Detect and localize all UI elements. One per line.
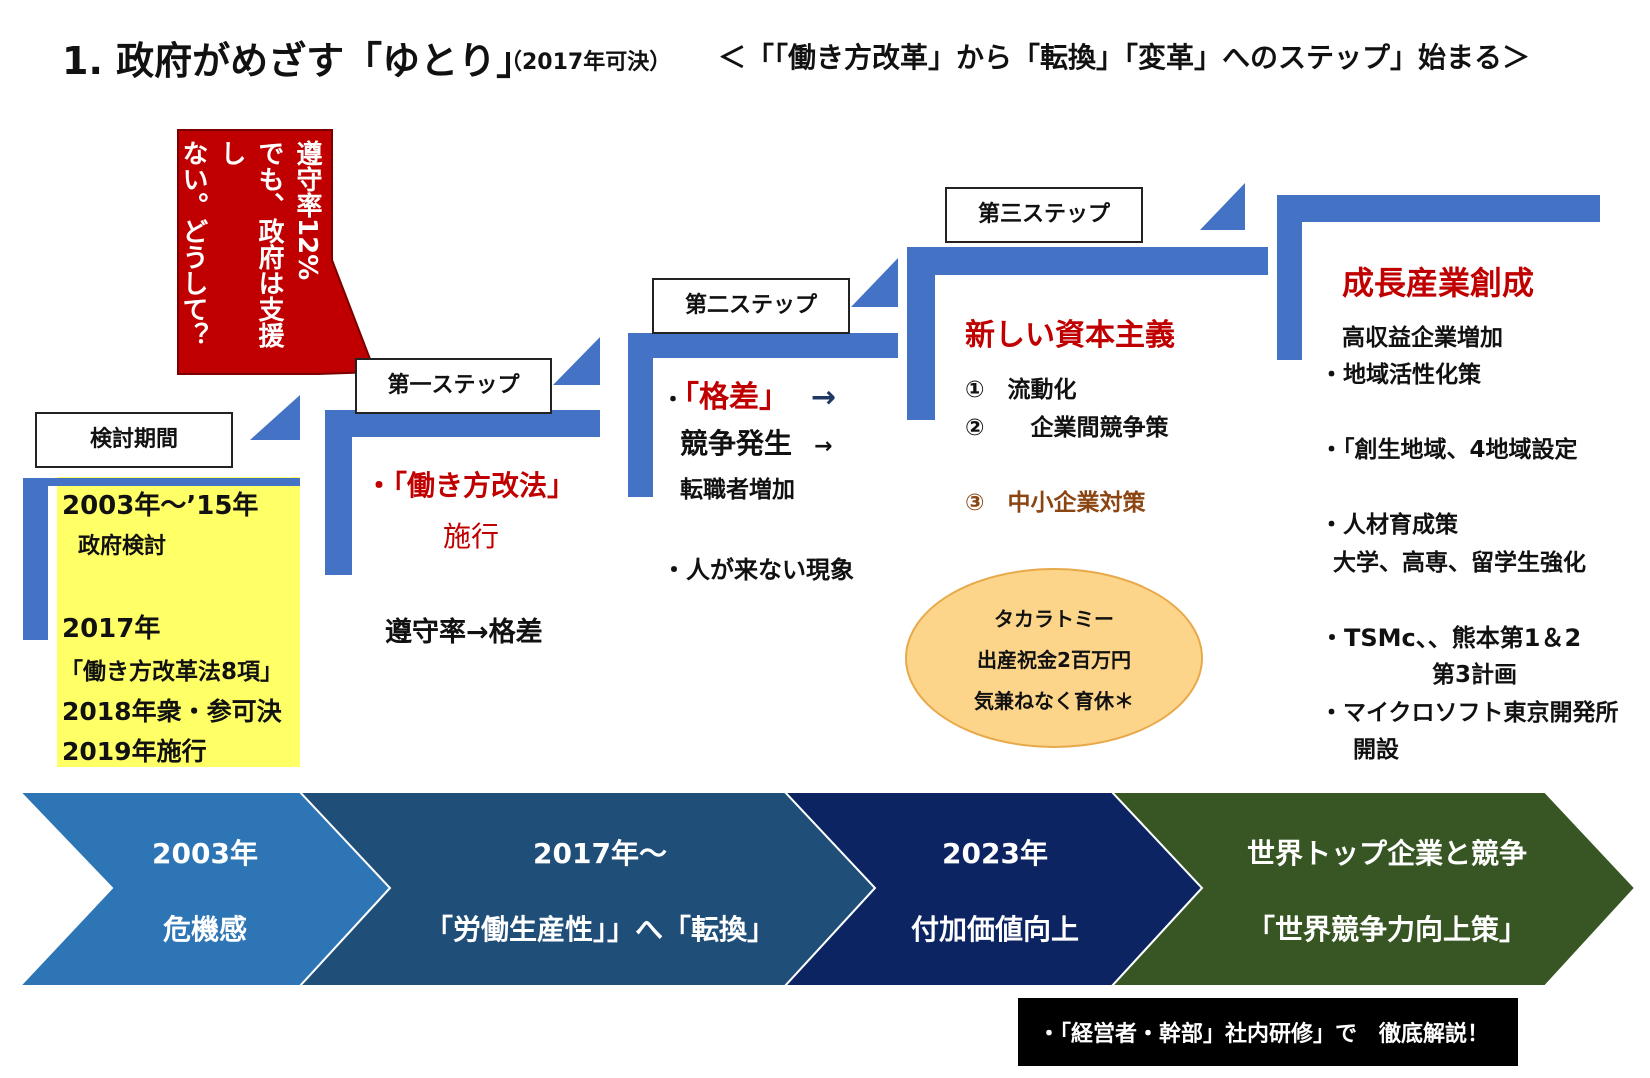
timeline-caption: 危機感	[162, 913, 247, 946]
page-tagline: ＜「「働き方改革」から「転換」「変革」へのステップ」始まる＞	[718, 41, 1531, 74]
step0-riser	[250, 395, 300, 440]
step3-item: ③ 中小企業対策	[965, 490, 1146, 516]
timeline-caption: 「世界競争力向上策」	[1246, 913, 1527, 946]
step1-label: 第一ステップ	[355, 358, 552, 414]
step2-item: 転職者増加	[680, 477, 795, 503]
arrow-icon: →	[811, 380, 837, 415]
timeline-arrows	[17, 791, 1637, 987]
step1-item: 施行	[443, 520, 500, 553]
step2-item: ・人が来ない現象	[662, 556, 854, 584]
step3-heading: 新しい資本主義	[965, 318, 1175, 353]
step1-item: ・「働き方改法」	[365, 469, 576, 502]
timeline-caption: 「労働生産性」」へ「転換」	[424, 913, 775, 946]
step2-bullet: ・	[662, 388, 685, 413]
step3-riser	[1200, 183, 1245, 230]
step4-item: ・「創生地域、4地域設定	[1320, 437, 1578, 463]
phase0-line: 政府検討	[78, 534, 167, 559]
callout-line: でも、政府は支援し	[216, 140, 284, 348]
timeline-year: 2017年～	[533, 837, 667, 870]
step1-bracket	[325, 410, 600, 575]
ellipse-line: タカラトミー	[994, 606, 1114, 631]
step2-item-row: 競争発生 →	[680, 422, 832, 462]
step2-label: 第二ステップ	[652, 278, 850, 334]
step4-item: ・地域活性化策	[1320, 362, 1481, 388]
timeline-caption: 付加価値向上	[910, 913, 1079, 946]
phase0-line: 2017年	[62, 614, 161, 644]
step4-item: 第3計画	[1432, 662, 1518, 688]
step3-item: ① 流動化	[965, 377, 1077, 403]
step2-item: 「格差」	[684, 380, 790, 415]
step4-item: 高収益企業増加	[1342, 325, 1503, 351]
footer-banner: ・「経営者・幹部」社内研修」で 徹底解説！	[1018, 998, 1518, 1066]
callout-line: ない。どうして？	[178, 140, 208, 348]
step3-item: ② 企業間競争策	[965, 415, 1169, 441]
phase0-panel	[57, 477, 300, 767]
phase0-line: 「働き方改革法8項」	[60, 659, 284, 685]
example-ellipse: タカラトミー 出産祝金2百万円 気兼ねなく育休＊	[905, 568, 1203, 748]
step4-bracket	[1277, 195, 1600, 360]
timeline-year: 2003年	[152, 837, 258, 870]
phase0-label: 検討期間	[35, 412, 233, 468]
step4-heading: 成長産業創成	[1342, 264, 1535, 302]
step2-item: 競争発生	[680, 427, 793, 460]
timeline-title: 世界トップ企業と競争	[1246, 837, 1527, 870]
phase0-line: 2018年衆・参可決	[62, 697, 282, 726]
arrow-icon: →	[814, 434, 833, 459]
phase0-line: 2019年施行	[62, 737, 207, 766]
step1-note: 遵守率→格差	[385, 617, 543, 648]
step4-item: ・TSMc、、熊本第1＆2	[1320, 624, 1582, 652]
step2-bracket	[628, 333, 898, 497]
ellipse-line: 出産祝金2百万円	[977, 647, 1131, 672]
step2-item-row: ・「格差」 →	[662, 372, 836, 416]
step2-riser	[851, 258, 898, 307]
page-title: 1. 政府がめざす「ゆとり」	[62, 39, 535, 83]
step4-item: ・人材育成策	[1320, 512, 1458, 538]
timeline-chevron-4	[1109, 791, 1637, 987]
callout-text: 遵守率12% でも、政府は支援し ない。どうして？	[178, 140, 326, 368]
ellipse-line: 気兼ねなく育休＊	[974, 688, 1134, 713]
timeline-year: 2023年	[942, 837, 1048, 870]
phase0-line: 2003年～’15年	[62, 491, 259, 521]
callout-line: 遵守率12%	[292, 140, 322, 281]
page-subtitle: （2017年可決）	[500, 50, 672, 75]
step3-label: 第三ステップ	[945, 187, 1143, 243]
step4-item: 開設	[1353, 737, 1399, 763]
step3-bracket	[907, 247, 1268, 420]
step4-item: ・マイクロソフト東京開発所	[1320, 700, 1619, 726]
step4-item: 大学、高専、留学生強化	[1333, 550, 1586, 576]
step1-riser	[553, 337, 600, 385]
